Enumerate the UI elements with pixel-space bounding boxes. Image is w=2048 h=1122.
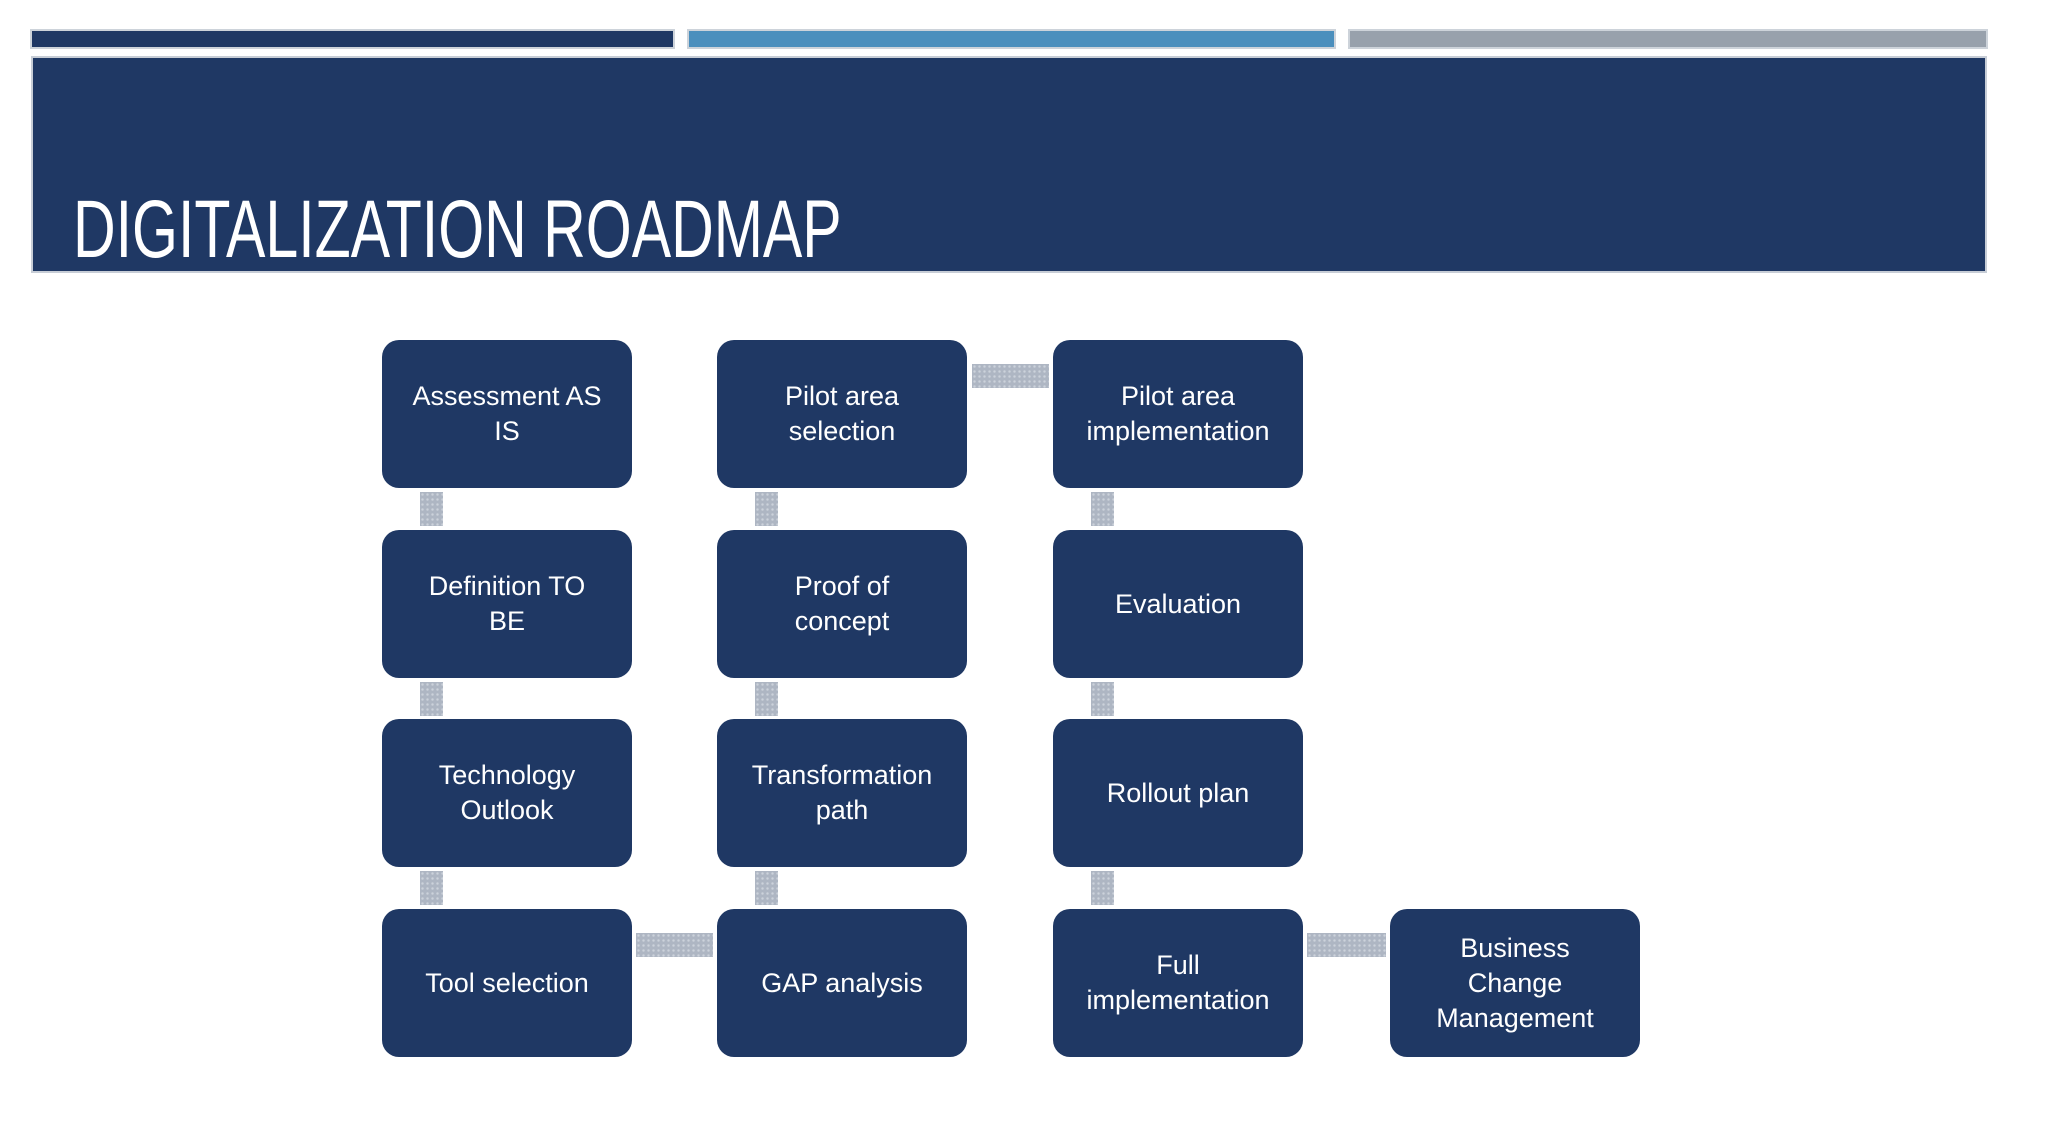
process-box-rollout-plan: Rollout plan <box>1053 719 1303 867</box>
process-box-pilot-area-selection: Pilot area selection <box>717 340 967 488</box>
connector-proof-to-pilot-selection <box>755 492 778 526</box>
process-box-business-change-management: Business Change Management <box>1390 909 1640 1057</box>
accent-bar-gray <box>1350 31 1986 47</box>
accent-bar-blue <box>689 31 1334 47</box>
process-box-gap-analysis: GAP analysis <box>717 909 967 1057</box>
process-box-pilot-area-implementation: Pilot area implementation <box>1053 340 1303 488</box>
process-box-tool-selection: Tool selection <box>382 909 632 1057</box>
process-box-transformation-path: Transformation path <box>717 719 967 867</box>
process-box-assessment-as-is: Assessment AS IS <box>382 340 632 488</box>
slide-title: DIGITALIZATION ROADMAP <box>73 184 842 276</box>
process-box-evaluation: Evaluation <box>1053 530 1303 678</box>
process-box-definition-to-be: Definition TO BE <box>382 530 632 678</box>
connector-full-implementation-to-business-change <box>1307 933 1386 957</box>
process-box-proof-of-concept: Proof of concept <box>717 530 967 678</box>
connector-technology-to-tool <box>420 871 443 905</box>
connector-gap-to-transformation <box>755 871 778 905</box>
connector-definition-to-technology <box>420 682 443 716</box>
connector-evaluation-to-rollout <box>1091 682 1114 716</box>
connector-pilot-selection-to-pilot-implementation <box>972 364 1049 388</box>
title-band: DIGITALIZATION ROADMAP <box>31 56 1987 273</box>
process-box-full-implementation: Full implementation <box>1053 909 1303 1057</box>
connector-pilot-implementation-to-evaluation <box>1091 492 1114 526</box>
process-box-technology-outlook: Technology Outlook <box>382 719 632 867</box>
connector-tool-to-gap <box>636 933 713 957</box>
accent-bar-navy <box>32 31 673 47</box>
connector-transformation-to-proof <box>755 682 778 716</box>
connector-assessment-to-definition <box>420 492 443 526</box>
connector-rollout-to-full-implementation <box>1091 871 1114 905</box>
